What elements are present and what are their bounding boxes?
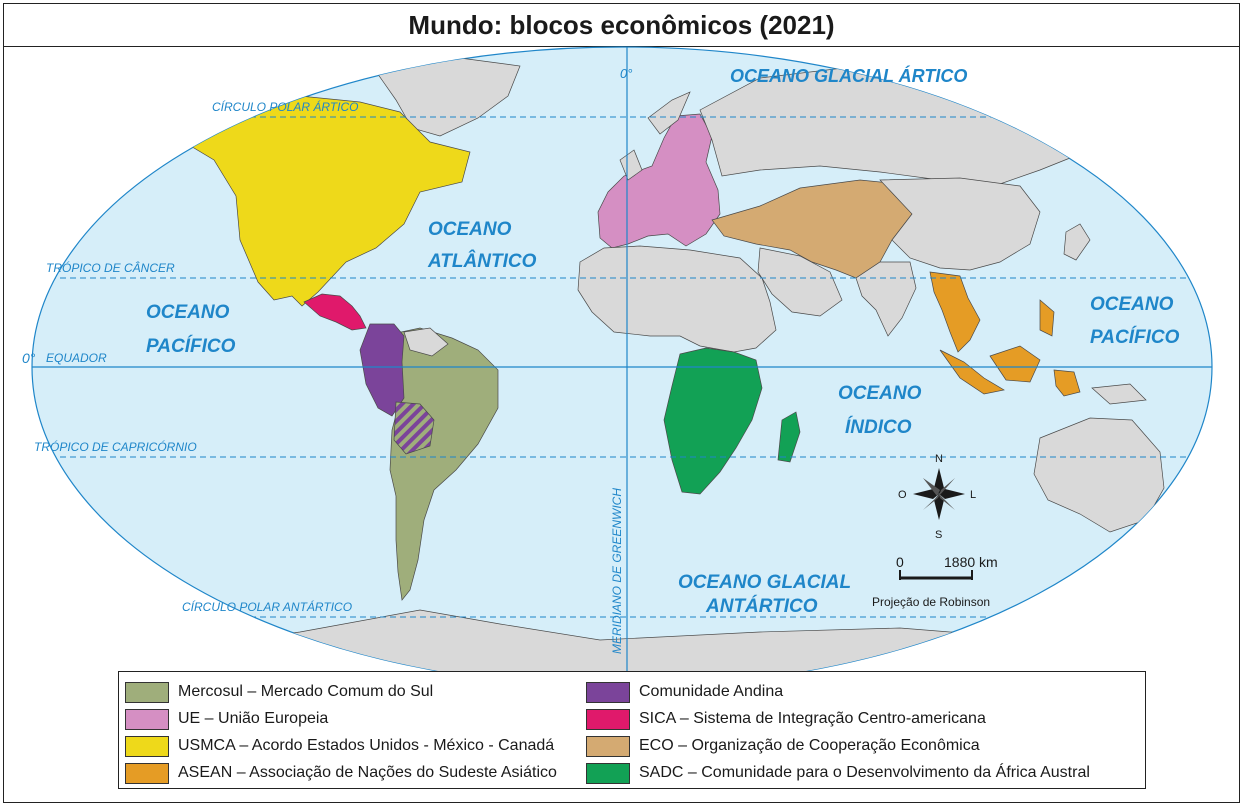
equator-degree-label: 0° xyxy=(22,350,36,366)
legend-swatch-mercosul xyxy=(125,681,169,703)
legend-label-sica: SICA – Sistema de Integração Centro-amer… xyxy=(639,710,986,727)
greenwich-label: MERIDIANO DE GREENWICH xyxy=(610,488,624,654)
legend-swatch-asean xyxy=(125,762,169,784)
legend-swatch-sadc xyxy=(586,762,630,784)
arctic-circle-label: CÍRCULO POLAR ÁRTICO xyxy=(212,99,358,114)
legend-label-usmca: USMCA – Acordo Estados Unidos - México -… xyxy=(178,737,555,754)
legend-swatch-sica xyxy=(586,708,630,730)
scale-bar xyxy=(899,570,973,580)
projection-label: Projeção de Robinson xyxy=(872,595,990,609)
uk xyxy=(619,149,643,181)
japan xyxy=(1063,223,1091,261)
atlantic-ocean-label-2: ATLÂNTICO xyxy=(427,250,537,272)
legend-item-andina: Comunidade Andina xyxy=(586,680,783,704)
antarctic-circle-label: CÍRCULO POLAR ANTÁRTICO xyxy=(182,599,352,614)
indian-ocean-label-1: OCEANO xyxy=(838,383,922,404)
map-title: Mundo: blocos econômicos (2021) xyxy=(408,9,835,40)
region-sadc-madagascar xyxy=(777,411,801,463)
scale-distance-label: 1880 km xyxy=(944,554,998,570)
legend-item-ue: UE – União Europeia xyxy=(125,707,328,731)
legend: Mercosul – Mercado Comum do Sul Comunida… xyxy=(118,671,1146,789)
legend-label-mercosul: Mercosul – Mercado Comum do Sul xyxy=(178,683,434,700)
pacific-west-label-1: OCEANO xyxy=(146,302,230,323)
indian-ocean-label-2: ÍNDICO xyxy=(845,416,912,438)
region-ue xyxy=(597,113,721,249)
region-asean-philippines xyxy=(1039,299,1055,337)
legend-label-sadc: SADC – Comunidade para o Desenvolvimento… xyxy=(639,764,1090,781)
scale-zero-label: 0 xyxy=(896,554,904,570)
legend-item-eco: ECO – Organização de Cooperação Econômic… xyxy=(586,734,980,758)
pacific-west-label-2: PACÍFICO xyxy=(146,335,236,357)
india xyxy=(855,261,917,337)
compass-south-label: S xyxy=(935,529,942,541)
region-asean-sulawesi xyxy=(1053,369,1081,397)
compass-north-label: N xyxy=(935,453,943,465)
region-asean-mainland xyxy=(929,271,981,353)
region-bolivia xyxy=(393,401,435,455)
china xyxy=(879,177,1041,271)
legend-label-andina: Comunidade Andina xyxy=(639,683,784,700)
norway xyxy=(647,91,691,135)
tropic-cancer-label: TRÓPICO DE CÂNCER xyxy=(46,260,175,275)
legend-swatch-usmca xyxy=(125,735,169,757)
region-sica xyxy=(303,293,367,331)
new-guinea xyxy=(1091,383,1147,405)
legend-item-mercosul: Mercosul – Mercado Comum do Sul xyxy=(125,680,433,704)
legend-label-eco: ECO – Organização de Cooperação Econômic… xyxy=(639,737,980,754)
pacific-east-label-2: PACÍFICO xyxy=(1090,326,1180,348)
legend-item-sica: SICA – Sistema de Integração Centro-amer… xyxy=(586,707,986,731)
equator-label: EQUADOR xyxy=(46,351,107,365)
legend-item-sadc: SADC – Comunidade para o Desenvolvimento… xyxy=(586,761,1090,785)
region-sadc xyxy=(663,347,763,495)
legend-swatch-ue xyxy=(125,708,169,730)
arctic-ocean-label: OCEANO GLACIAL ÁRTICO xyxy=(730,65,967,86)
compass-west-label: O xyxy=(898,489,907,501)
region-asean-borneo xyxy=(989,345,1041,383)
compass-east-label: L xyxy=(970,489,976,501)
legend-item-asean: ASEAN – Associação de Nações do Sudeste … xyxy=(125,761,557,785)
compass-rose xyxy=(913,468,965,520)
legend-item-usmca: USMCA – Acordo Estados Unidos - México -… xyxy=(125,734,554,758)
tropic-capricorn-label: TRÓPICO DE CAPRICÓRNIO xyxy=(34,439,197,454)
pacific-east-label-1: OCEANO xyxy=(1090,294,1174,315)
legend-swatch-andina xyxy=(586,681,630,703)
region-usmca xyxy=(174,95,471,307)
region-mercosul xyxy=(389,327,499,601)
atlantic-ocean-label-1: OCEANO xyxy=(428,219,512,240)
region-asean-sumatra xyxy=(939,349,1005,395)
southern-ocean-label-2: ANTÁRTICO xyxy=(705,595,818,617)
legend-swatch-eco xyxy=(586,735,630,757)
southern-ocean-label-1: OCEANO GLACIAL xyxy=(678,572,851,593)
legend-label-ue: UE – União Europeia xyxy=(178,710,329,727)
guianas xyxy=(403,327,449,357)
legend-label-asean: ASEAN – Associação de Nações do Sudeste … xyxy=(178,764,557,781)
meridian-degree-label: 0° xyxy=(620,66,632,81)
new-zealand xyxy=(1137,547,1159,573)
